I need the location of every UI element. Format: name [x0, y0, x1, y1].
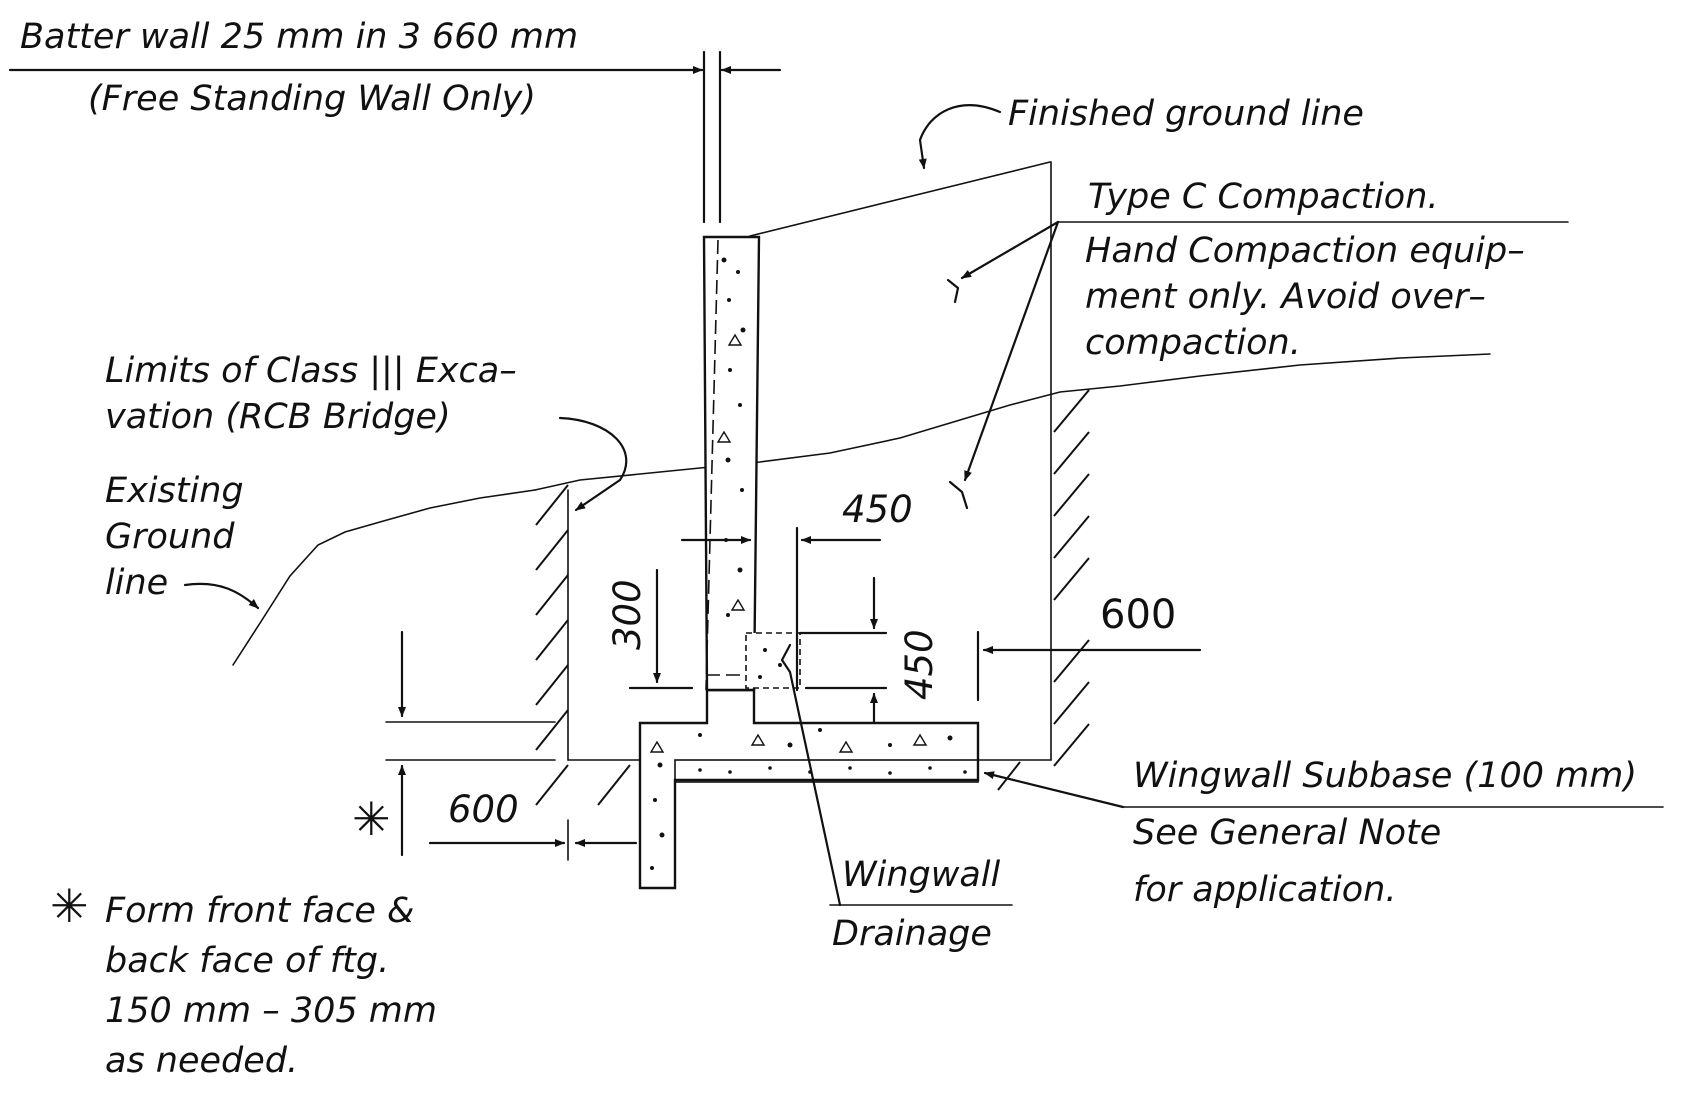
- dim-300: 300: [606, 568, 694, 690]
- subbase-label-line3: for application.: [1133, 870, 1396, 910]
- subbase-leader: [983, 771, 1664, 809]
- note-line1: Form front face &: [105, 891, 414, 931]
- compaction-label-line1: Type C Compaction.: [1088, 177, 1439, 217]
- existing-ground-line: [232, 489, 536, 666]
- compaction-label-line2: Hand Compaction equip–: [1085, 231, 1525, 271]
- limits-label-line1: Limits of Class ||| Exca–: [105, 351, 517, 391]
- batter-dimension: [8, 50, 782, 224]
- dim-600-right: 600: [976, 592, 1202, 702]
- dim-450-horizontal: 450: [680, 488, 913, 692]
- note-line2: back face of ftg.: [105, 941, 389, 981]
- batter-label-line2: (Free Standing Wall Only): [88, 79, 536, 119]
- dim-600-left: 600: [428, 788, 638, 861]
- drainage-label-line1: Wingwall: [842, 855, 1001, 895]
- drainage-leader: [780, 643, 1013, 907]
- dim-600-left-text: 600: [448, 788, 519, 831]
- wingwall-concrete: [638, 235, 980, 890]
- soil-hatch-right: [997, 389, 1090, 791]
- note-line3: 150 mm – 305 mm: [105, 991, 437, 1031]
- existing-ground-label-line1: Existing: [105, 471, 244, 511]
- batter-label-line1: Batter wall 25 mm in 3 660 mm: [20, 17, 578, 57]
- dim-450-vertical: 450: [798, 576, 941, 724]
- note-line4: as needed.: [105, 1041, 298, 1081]
- concrete-aggregate: [649, 257, 967, 870]
- compaction-leaders: [946, 220, 1569, 510]
- limits-label-line2: vation (RCB Bridge): [105, 397, 451, 437]
- finished-ground-label: Finished ground line: [1008, 94, 1364, 134]
- existing-ground-label-line2: Ground: [105, 517, 235, 557]
- subbase-label-line2: See General Note: [1133, 813, 1441, 853]
- dim-600-right-text: 600: [1100, 592, 1176, 638]
- note-star: ✳: [50, 879, 89, 933]
- dim-footing-depth: ✳: [352, 630, 556, 857]
- drainage-label-line2: Drainage: [832, 914, 992, 954]
- star-marker: ✳: [352, 792, 391, 846]
- compaction-label-line3: ment only. Avoid over–: [1085, 277, 1486, 317]
- dim-450-v-text: 450: [898, 629, 941, 700]
- soil-hatch-left: [535, 484, 631, 806]
- existing-ground-label-line3: line: [105, 563, 168, 603]
- dim-300-text: 300: [606, 579, 649, 650]
- subbase-label-line1: Wingwall Subbase (100 mm): [1133, 756, 1637, 796]
- limits-leader: [558, 416, 628, 512]
- compaction-label-line4: compaction.: [1085, 323, 1301, 363]
- dim-450-h-text: 450: [842, 488, 913, 531]
- excavation-limit-line: [534, 353, 1491, 491]
- existing-ground-leader: [183, 582, 260, 610]
- finished-ground-leader: [918, 104, 1002, 170]
- finished-ground-line: [749, 161, 1051, 237]
